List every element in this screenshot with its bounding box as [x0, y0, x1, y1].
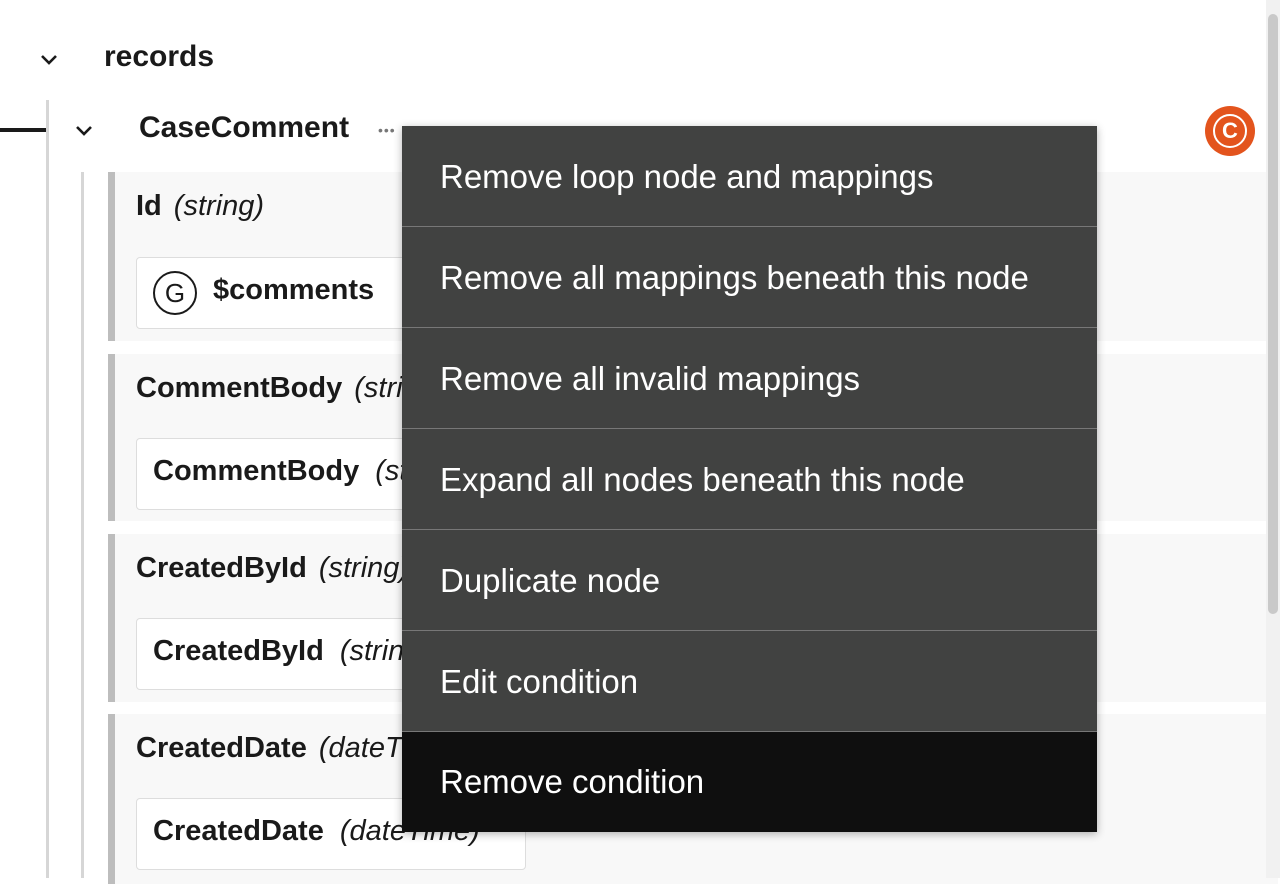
menu-item-duplicate-node[interactable]: Duplicate node [402, 530, 1097, 631]
field-name: Id [136, 190, 162, 222]
tree-guide-line-outer [46, 100, 49, 878]
loop-badge-label: C [1213, 114, 1247, 148]
field-type: (string) [173, 190, 265, 222]
menu-item-remove-loop-node[interactable]: Remove loop node and mappings [402, 126, 1097, 227]
global-variable-icon: G [153, 271, 197, 315]
menu-item-edit-condition[interactable]: Edit condition [402, 631, 1097, 732]
field-name: CreatedById [136, 552, 307, 584]
menu-item-remove-condition[interactable]: Remove condition [402, 732, 1097, 832]
menu-item-remove-all-mappings[interactable]: Remove all mappings beneath this node [402, 227, 1097, 328]
mapping-name: CreatedById [153, 635, 324, 667]
mapping-connector-line [0, 128, 46, 132]
tree-guide-line-inner [81, 172, 84, 878]
loop-condition-badge-icon[interactable]: C [1205, 106, 1255, 156]
menu-item-expand-all-nodes[interactable]: Expand all nodes beneath this node [402, 429, 1097, 530]
scrollbar-track[interactable] [1266, 0, 1280, 878]
more-options-icon[interactable]: ••• [378, 122, 396, 138]
field-name: CommentBody [136, 372, 343, 404]
field-type: (string) [318, 552, 410, 584]
tree-node-casecomment[interactable]: CaseComment [139, 111, 350, 144]
field-header: CommentBody(string) [136, 372, 444, 405]
chevron-down-icon[interactable] [36, 47, 62, 73]
chevron-down-icon[interactable] [71, 118, 97, 144]
mapping-name: CreatedDate [153, 815, 324, 847]
tree-node-records[interactable]: records [104, 40, 215, 73]
context-menu: Remove loop node and mappings Remove all… [402, 126, 1097, 832]
field-header: CreatedById (string) [136, 552, 409, 585]
mapping-name: CommentBody [153, 455, 360, 487]
field-name: CreatedDate [136, 732, 307, 764]
field-header: Id (string) [136, 190, 264, 223]
mapping-name: $comments [213, 274, 375, 306]
menu-item-remove-invalid-mappings[interactable]: Remove all invalid mappings [402, 328, 1097, 429]
scrollbar-thumb[interactable] [1268, 14, 1278, 614]
mapping-text: $comments [213, 274, 374, 307]
mapping-text: CreatedById(string) [153, 635, 430, 668]
